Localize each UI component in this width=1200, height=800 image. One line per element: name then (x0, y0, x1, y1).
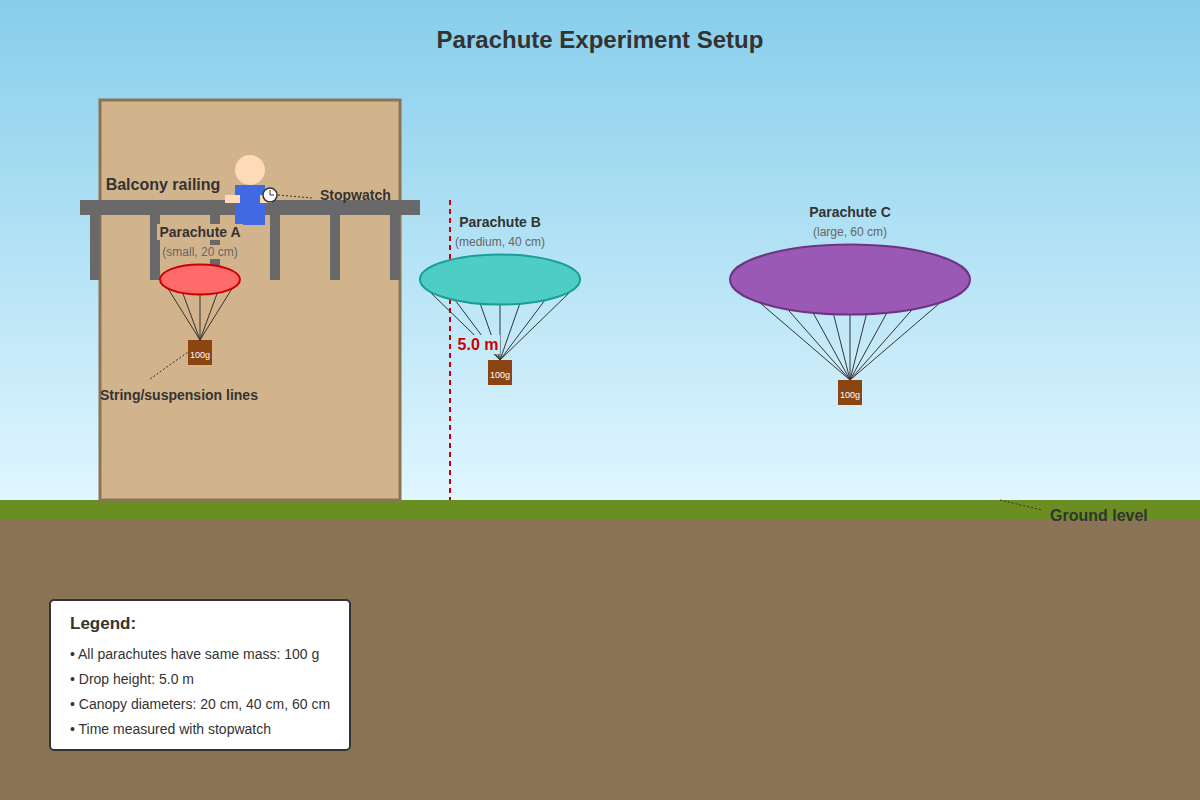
dimension-label: 5.0 m (456, 335, 501, 354)
parachute-name: Parachute C (807, 204, 893, 221)
leader-line (278, 195, 312, 198)
label-row: (large, 60 cm) (729, 221, 971, 240)
label-row: Parachute C (729, 202, 971, 221)
part-label: Ground level (1050, 506, 1148, 525)
label-row: Parachute A (155, 222, 244, 241)
stopwatch-icon (263, 188, 277, 202)
label-row: (small, 20 cm) (155, 241, 244, 260)
canopy-shape (728, 243, 972, 317)
parachute-canopy: Parachute C (large, 60 cm) (729, 202, 971, 316)
part-label: Stopwatch (320, 187, 391, 204)
mass-label: 100g (840, 390, 860, 401)
legend-box (50, 600, 350, 750)
suspension-line (200, 295, 201, 340)
mass-label: 100g (190, 350, 210, 361)
legend-item: • Drop height: 5.0 m (70, 671, 194, 688)
parachute-size: (small, 20 cm) (160, 245, 239, 259)
canopy-ellipse (160, 265, 240, 295)
parachute-canopy: Parachute A (small, 20 cm) (155, 222, 244, 296)
payload-weight: 100g (838, 380, 862, 405)
mass-label: 100g (490, 370, 510, 381)
legend-item: • Time measured with stopwatch (70, 721, 271, 738)
label-row: (medium, 40 cm) (419, 231, 581, 250)
building (100, 100, 400, 500)
canopy-ellipse (420, 255, 580, 305)
payload-weight: 100g (188, 340, 212, 365)
canopy-shape (418, 253, 582, 307)
diagram-title: Parachute Experiment Setup (437, 26, 764, 55)
part-label: String/suspension lines (100, 387, 258, 404)
legend-item: • Canopy diameters: 20 cm, 40 cm, 60 cm (70, 696, 330, 713)
label-row: Parachute B (419, 212, 581, 231)
soil (0, 520, 1200, 800)
canopy-shape (158, 263, 242, 297)
parachute-name: Parachute B (457, 214, 543, 231)
parachute-canopy: Parachute B (medium, 40 cm) (419, 212, 581, 306)
leader-line (150, 352, 188, 379)
sky (0, 0, 1200, 500)
part-label: Balcony railing (106, 175, 221, 194)
parachute-name: Parachute A (157, 224, 242, 241)
legend-item: • All parachutes have same mass: 100 g (70, 646, 319, 663)
grass (0, 500, 1200, 520)
parachute-size: (large, 60 cm) (811, 225, 889, 239)
legend-title: Legend: (70, 614, 136, 634)
parachute-size: (medium, 40 cm) (453, 235, 547, 249)
payload-weight: 100g (488, 360, 512, 385)
height-line (449, 200, 451, 500)
suspension-line (850, 315, 851, 380)
canopy-ellipse (730, 245, 970, 315)
leader-line (1000, 500, 1042, 510)
